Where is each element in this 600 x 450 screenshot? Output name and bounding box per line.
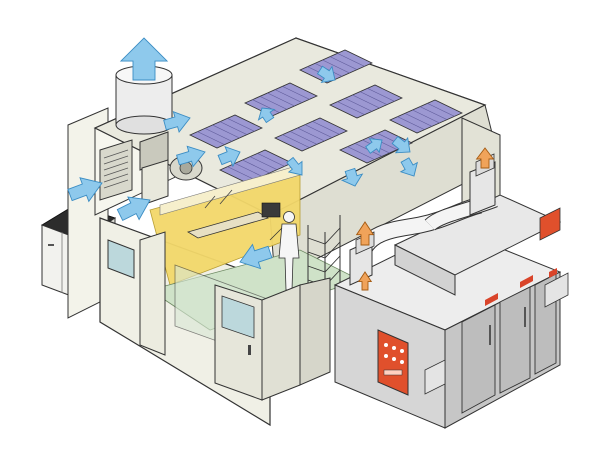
vent-grille: [103, 149, 129, 189]
hepa-filter-4: [329, 84, 403, 119]
supply-airflow-arrow-8: [257, 107, 276, 124]
supply-airflow-arrow-11: [340, 167, 364, 187]
exhaust-airflow-arrow-3: [357, 271, 373, 291]
airflow-arrows: [67, 37, 495, 291]
supply-airflow-arrow-3: [176, 145, 206, 168]
hepa-filter-5: [274, 117, 348, 152]
supply-airflow-arrow-2: [163, 110, 191, 133]
hepa-filter-7: [389, 99, 463, 134]
supply-airflow-arrow-9: [316, 65, 336, 84]
supply-airflow-arrow-14: [365, 138, 383, 154]
pass-through-door: [214, 284, 263, 401]
supply-airflow-arrow-1: [119, 37, 169, 81]
corner-partition: [261, 277, 331, 401]
supply-airflow-arrow-13: [239, 243, 273, 270]
hepa-filter-3: [189, 114, 263, 149]
supply-airflow-arrow-7: [286, 156, 303, 176]
control-panel: [377, 329, 409, 396]
supply-airflow-arrow-4: [217, 145, 241, 168]
supply-airflow-arrow-10: [391, 135, 411, 154]
supply-airflow-arrow-6: [116, 196, 151, 222]
hepa-filter-1: [299, 49, 373, 84]
supply-airflow-arrow-12: [399, 157, 418, 177]
supply-airflow-arrow-5: [67, 177, 103, 203]
exhaust-airflow-arrow-1: [355, 221, 375, 246]
exhaust-airflow-arrow-2: [475, 147, 495, 169]
